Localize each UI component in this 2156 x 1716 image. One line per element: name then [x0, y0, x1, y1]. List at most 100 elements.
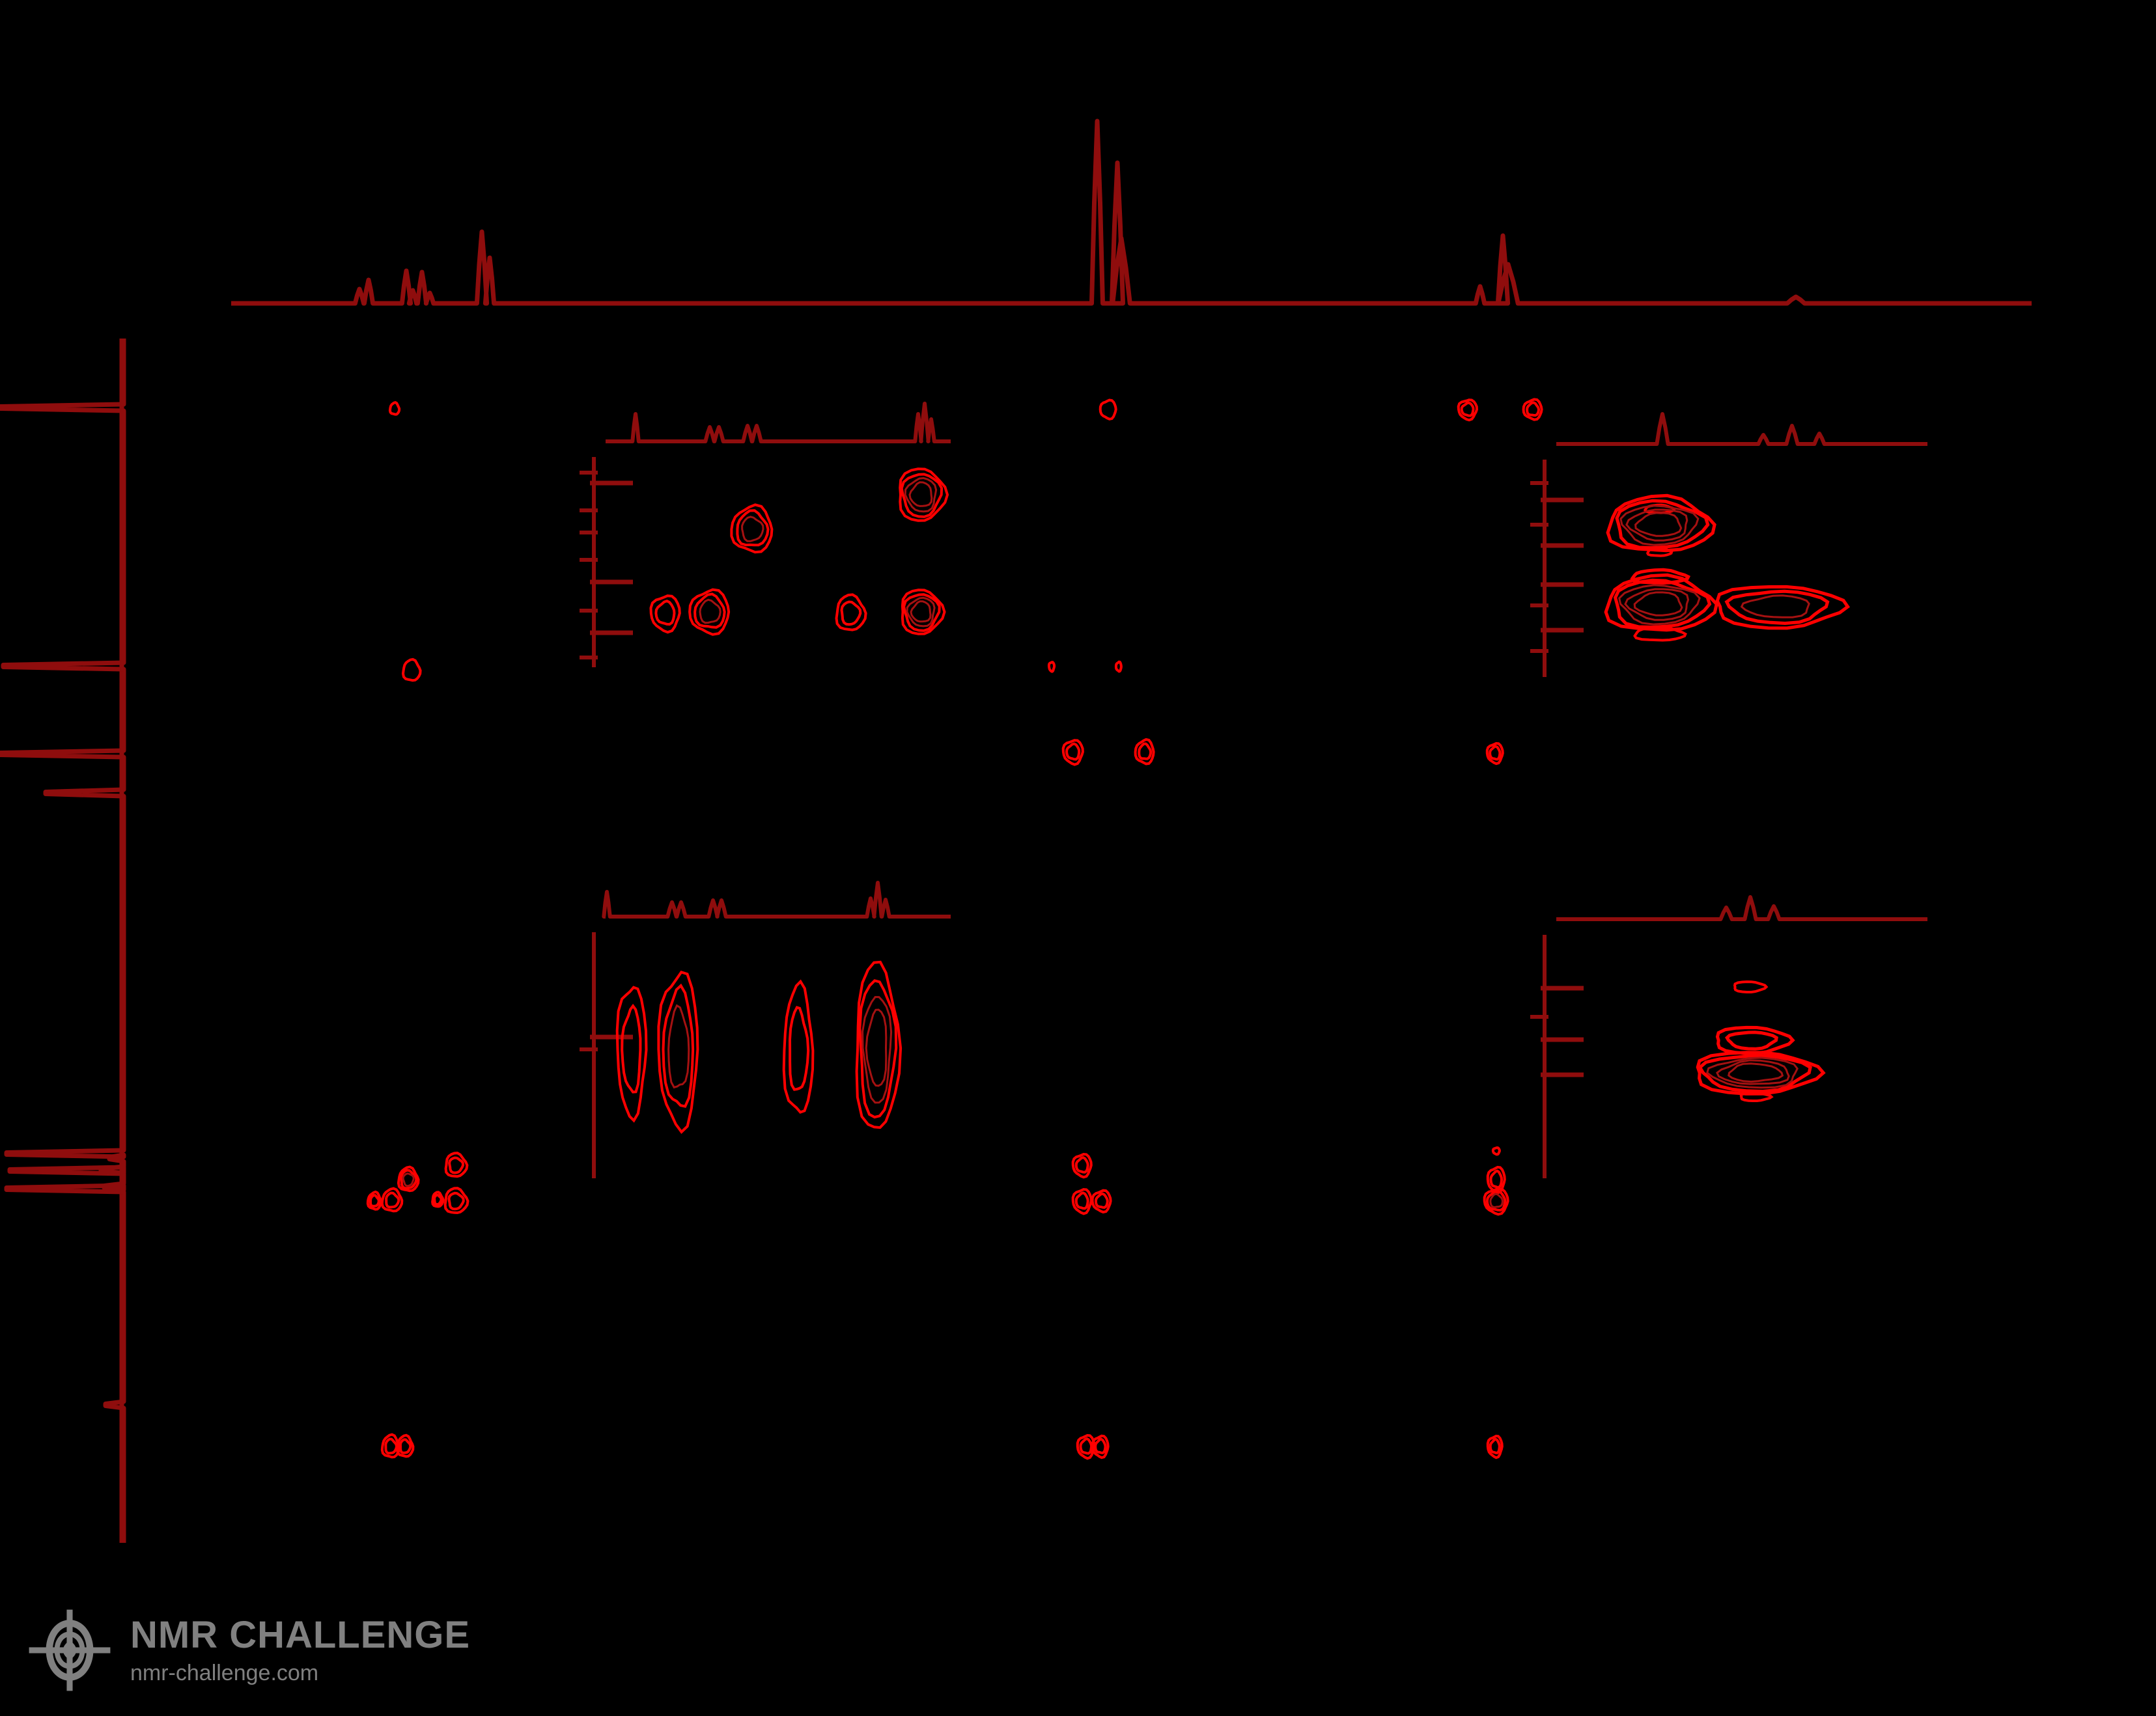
contour-ring — [369, 1194, 380, 1208]
inset-cross-peak — [615, 986, 648, 1123]
contour-ring — [649, 594, 681, 634]
contour-ring — [1483, 1187, 1509, 1216]
contour-ring — [1485, 741, 1504, 766]
contour-ring — [699, 598, 721, 624]
contour-ring — [1099, 398, 1117, 421]
nmr-challenge-logo: NMR CHALLENGE nmr-challenge.com — [27, 1608, 470, 1693]
contour-ring — [840, 600, 862, 626]
contour-ring — [900, 473, 944, 518]
contour-ring — [1739, 1092, 1774, 1102]
contour-ring — [399, 1438, 412, 1454]
inset-cross-peak — [782, 979, 815, 1114]
cross-peak — [1071, 1152, 1093, 1179]
crosshair-target-icon — [29, 1609, 111, 1691]
cross-peak — [1134, 738, 1155, 766]
cross-peak — [366, 1190, 383, 1211]
contour-ring — [1061, 739, 1084, 766]
f2-projection-trace — [231, 118, 2032, 306]
inset-cross-peak — [688, 588, 731, 636]
contour-ring — [1715, 585, 1851, 630]
inset-cross-peak — [1606, 493, 1716, 553]
contour-ring — [1065, 742, 1081, 761]
contour-ring — [1618, 584, 1701, 626]
contour-ring — [1071, 1152, 1093, 1179]
inset-cross-peak — [657, 970, 699, 1134]
cross-peak — [1485, 741, 1504, 766]
contour-ring — [1715, 1025, 1795, 1055]
contour-ring — [688, 588, 731, 636]
inset-cross-peak — [1696, 1051, 1826, 1096]
contour-ring — [1114, 660, 1123, 673]
contour-ring — [1615, 499, 1710, 549]
contour-ring — [1619, 505, 1700, 546]
contour-ring — [1728, 1062, 1784, 1083]
contour-ring — [1457, 398, 1479, 422]
contour-ring — [1074, 1156, 1089, 1174]
contour-ring — [1696, 1051, 1826, 1096]
contour-ring — [693, 592, 726, 629]
inset-cross-peak — [1715, 1025, 1795, 1055]
contour-ring — [667, 1004, 690, 1089]
contour-ring — [1079, 1437, 1093, 1455]
contour-ring — [1633, 626, 1687, 642]
inset-panel-top-left — [580, 402, 951, 667]
contour-ring — [657, 970, 699, 1134]
contour-ring — [908, 481, 933, 507]
contour-ring — [621, 1003, 642, 1094]
inset-cross-peak — [649, 594, 681, 634]
cross-peak — [444, 1152, 469, 1178]
f1-projection-trace — [0, 339, 126, 1543]
contour-ring — [903, 593, 941, 632]
contour-ring — [861, 995, 893, 1104]
inset-trace — [602, 881, 951, 919]
cross-peak — [1076, 1433, 1096, 1460]
contour-ring — [788, 1006, 810, 1091]
contour-ring — [865, 1008, 888, 1087]
cross-peak — [443, 1187, 469, 1215]
cross-peak — [1457, 398, 1479, 422]
cross-peak — [395, 1433, 415, 1458]
main-cross-peak-group — [366, 398, 1543, 1460]
contour-ring — [380, 1187, 404, 1213]
contour-ring — [380, 1433, 401, 1459]
contour-ring — [1074, 1191, 1089, 1210]
inset-cross-peak — [1645, 546, 1673, 557]
inset-cross-peak — [1633, 626, 1687, 642]
contour-ring — [443, 1187, 469, 1215]
contour-ring — [433, 1193, 443, 1206]
contour-ring — [906, 596, 936, 628]
cross-peak — [1491, 1146, 1501, 1156]
contour-ring — [1625, 508, 1688, 542]
logo-name-light: CHALLENGE — [229, 1614, 471, 1656]
inset-cross-peak — [730, 503, 774, 554]
cross-peak — [431, 1191, 445, 1208]
cross-peak — [1071, 1187, 1093, 1215]
contour-ring — [662, 983, 695, 1108]
cross-peak — [397, 1165, 420, 1193]
contour-ring — [1489, 745, 1502, 761]
contour-ring — [1633, 591, 1683, 616]
contour-ring — [400, 1169, 418, 1190]
contour-ring — [910, 600, 932, 623]
logo-url: nmr-challenge.com — [130, 1661, 319, 1685]
contour-ring — [1705, 1057, 1799, 1089]
contour-ring — [1489, 1169, 1504, 1189]
contour-ring — [1624, 588, 1690, 621]
cross-peak — [1522, 398, 1543, 421]
contour-ring — [1716, 1059, 1790, 1085]
contour-ring — [395, 1433, 415, 1458]
contour-ring — [1134, 738, 1155, 766]
inset-trace — [1556, 412, 1927, 446]
contour-ring — [1733, 980, 1769, 993]
cross-peak — [1091, 1189, 1112, 1214]
logo-name-bold: NMR — [130, 1614, 219, 1656]
contour-ring — [1634, 512, 1683, 537]
cross-peak — [1483, 1187, 1509, 1216]
contour-ring — [1091, 1434, 1110, 1460]
contour-ring — [1606, 493, 1716, 553]
contour-ring — [654, 600, 676, 626]
cross-peak — [1061, 739, 1084, 766]
inset-cross-peak — [1739, 1092, 1774, 1102]
contour-ring — [1526, 401, 1541, 417]
